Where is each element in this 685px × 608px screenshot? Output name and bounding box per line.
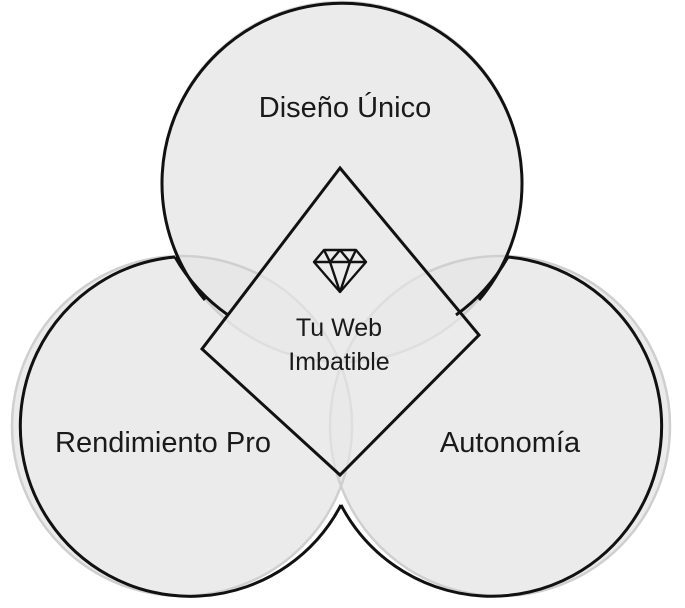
center-diamond-fill — [202, 168, 479, 475]
outer-outline — [18, 1, 664, 598]
center-label-line2: Imbatible — [288, 348, 389, 376]
center-label-line1: Tu Web — [296, 314, 382, 342]
center-diamond — [199, 165, 482, 478]
circle-top-label: Diseño Único — [259, 91, 431, 124]
circle-left-label: Rendimiento Pro — [55, 427, 271, 459]
circle-right-label: Autonomía — [440, 427, 581, 459]
diamond-gem-icon — [312, 248, 368, 294]
